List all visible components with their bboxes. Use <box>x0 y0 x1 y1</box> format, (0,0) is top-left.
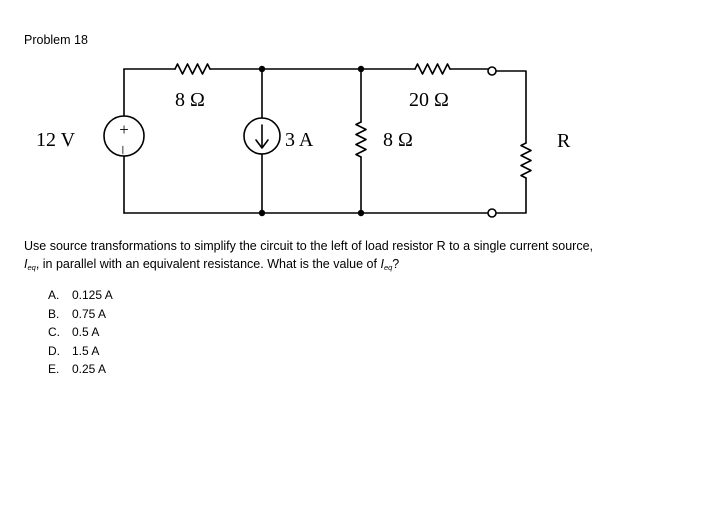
junction-top-cs <box>258 65 266 73</box>
choice-letter: C. <box>48 325 60 339</box>
source-minus-sign: – <box>115 145 132 155</box>
r1-label: 8 Ω <box>175 89 205 111</box>
current-arrow-head <box>255 139 269 149</box>
choice-d[interactable]: D. 1.5 A <box>48 342 113 361</box>
r2-label: 20 Ω <box>409 89 449 111</box>
voltage-source <box>103 115 145 157</box>
choice-b[interactable]: B. 0.75 A <box>48 305 113 324</box>
choice-text: 1.5 A <box>72 343 100 358</box>
source-plus-sign: + <box>119 120 129 139</box>
junction-bottom-cs <box>258 209 266 217</box>
question-part1: Use source transformations to simplify t… <box>24 239 593 253</box>
resistor-load-r <box>520 142 532 179</box>
load-r-label: R <box>557 130 571 152</box>
terminal-top <box>487 66 497 76</box>
choice-letter: B. <box>48 306 60 321</box>
choice-text: 0.25 A <box>72 362 107 376</box>
question-text: Use source transformations to simplify t… <box>24 237 684 277</box>
choice-letter: E. <box>48 362 60 376</box>
choice-text: 0.125 A <box>72 288 113 302</box>
answer-choices: A. 0.125 A B. 0.75 A C. 0.5 A D. 1.5 A E. 0.2… <box>48 286 113 379</box>
junction-top-r3 <box>357 65 365 73</box>
choice-e[interactable]: E. 0.25 A <box>48 360 113 379</box>
current-source <box>243 117 281 155</box>
r3-label: 8 Ω <box>383 129 413 151</box>
ieq-subscript: eq <box>27 263 36 272</box>
resistor-8-ohm-shunt <box>355 121 367 158</box>
problem-title: Problem 18 <box>24 33 88 47</box>
voltage-source-label: 12 V <box>36 129 76 151</box>
choice-text: 0.5 A <box>72 325 100 339</box>
resistor-20-ohm <box>414 63 451 75</box>
question-part3: ? <box>392 257 400 271</box>
choice-c[interactable]: C. 0.5 A <box>48 323 113 342</box>
junction-bottom-r3 <box>357 209 365 217</box>
wire-terminal-top-to-r <box>495 70 527 144</box>
choice-a[interactable]: A. 0.125 A <box>48 286 113 305</box>
question-part2: , in parallel with an equivalent resista… <box>35 257 381 271</box>
resistor-8-ohm-top <box>174 63 211 75</box>
terminal-bottom <box>487 208 497 218</box>
ieq-symbol: I <box>24 257 28 271</box>
choice-text: 0.75 A <box>72 306 107 321</box>
choice-letter: D. <box>48 343 60 358</box>
ieq-symbol-2: I <box>380 257 384 271</box>
choice-letter: A. <box>48 288 60 302</box>
circuit-diagram: 12 V + – 8 Ω 20 Ω 3 A 8 Ω R <box>36 63 571 218</box>
current-source-label: 3 A <box>285 129 314 151</box>
wire-load-lower <box>495 177 527 214</box>
ieq-subscript-2: eq <box>383 263 393 272</box>
